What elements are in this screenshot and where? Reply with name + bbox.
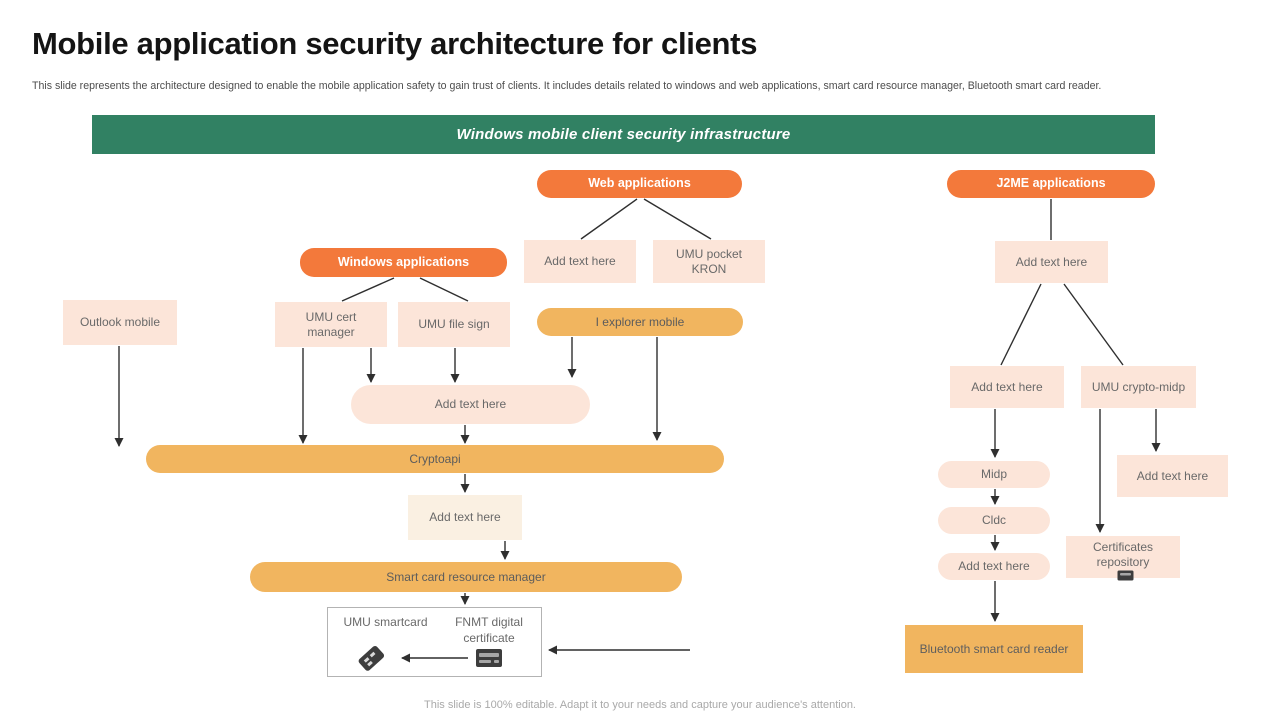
node-cryptoapi[interactable]: Cryptoapi (146, 445, 724, 473)
node-add-text-placeholder[interactable]: Add text here (351, 385, 590, 424)
connector-line (1000, 283, 1042, 366)
node-add-text-placeholder[interactable]: Add text here (524, 240, 636, 283)
node-umu-cert-manager[interactable]: UMU cert manager (275, 302, 387, 347)
node-midp[interactable]: Midp (938, 461, 1050, 488)
node-add-text-placeholder[interactable]: Add text here (408, 495, 522, 540)
node-add-text-placeholder[interactable]: Add text here (1117, 455, 1228, 497)
diagram-header-banner: Windows mobile client security infrastru… (92, 115, 1155, 154)
node-smart-card-resource-manager[interactable]: Smart card resource manager (250, 562, 682, 592)
node-add-text-placeholder[interactable]: Add text here (995, 241, 1108, 283)
connector-line (643, 198, 712, 240)
connector-line (1063, 283, 1124, 366)
node-umu-file-sign[interactable]: UMU file sign (398, 302, 510, 347)
node-certificates-repository[interactable]: Certificates repository (1066, 536, 1180, 581)
node-outlook-mobile[interactable]: Outlook mobile (63, 300, 177, 345)
card-reader-icon (476, 649, 502, 667)
node-cldc[interactable]: Cldc (938, 507, 1050, 534)
connector-line (341, 277, 395, 302)
node-j2me-applications[interactable]: J2ME applications (947, 170, 1155, 198)
node-umu-crypto-midp[interactable]: UMU crypto-midp (1081, 366, 1196, 408)
node-web-applications[interactable]: Web applications (537, 170, 742, 198)
node-bluetooth-smart-card-reader[interactable]: Bluetooth smart card reader (905, 625, 1083, 673)
page-title: Mobile application security architecture… (32, 26, 758, 61)
connector-line (419, 277, 469, 302)
node-add-text-placeholder[interactable]: Add text here (950, 366, 1064, 408)
smartcard-icon (358, 646, 385, 671)
umu-smartcard-label: UMU smartcard (343, 615, 428, 629)
connector-line (580, 198, 638, 240)
node-i-explorer-mobile[interactable]: I explorer mobile (537, 308, 743, 336)
certificates-repository-label: Certificates repository (1092, 540, 1154, 569)
slide-description: This slide represents the architecture d… (32, 80, 1102, 92)
fnmt-digital-certificate-label: FNMT digital certificate (455, 615, 523, 645)
node-smartcard-certificate-group[interactable]: UMU smartcard FNMT digital certificate (327, 607, 542, 677)
node-umu-pocket-kron[interactable]: UMU pocket KRON (653, 240, 765, 283)
footer-note: This slide is 100% editable. Adapt it to… (424, 699, 856, 711)
node-add-text-placeholder[interactable]: Add text here (938, 553, 1050, 580)
node-windows-applications[interactable]: Windows applications (300, 248, 507, 277)
repository-icon (1117, 570, 1134, 581)
